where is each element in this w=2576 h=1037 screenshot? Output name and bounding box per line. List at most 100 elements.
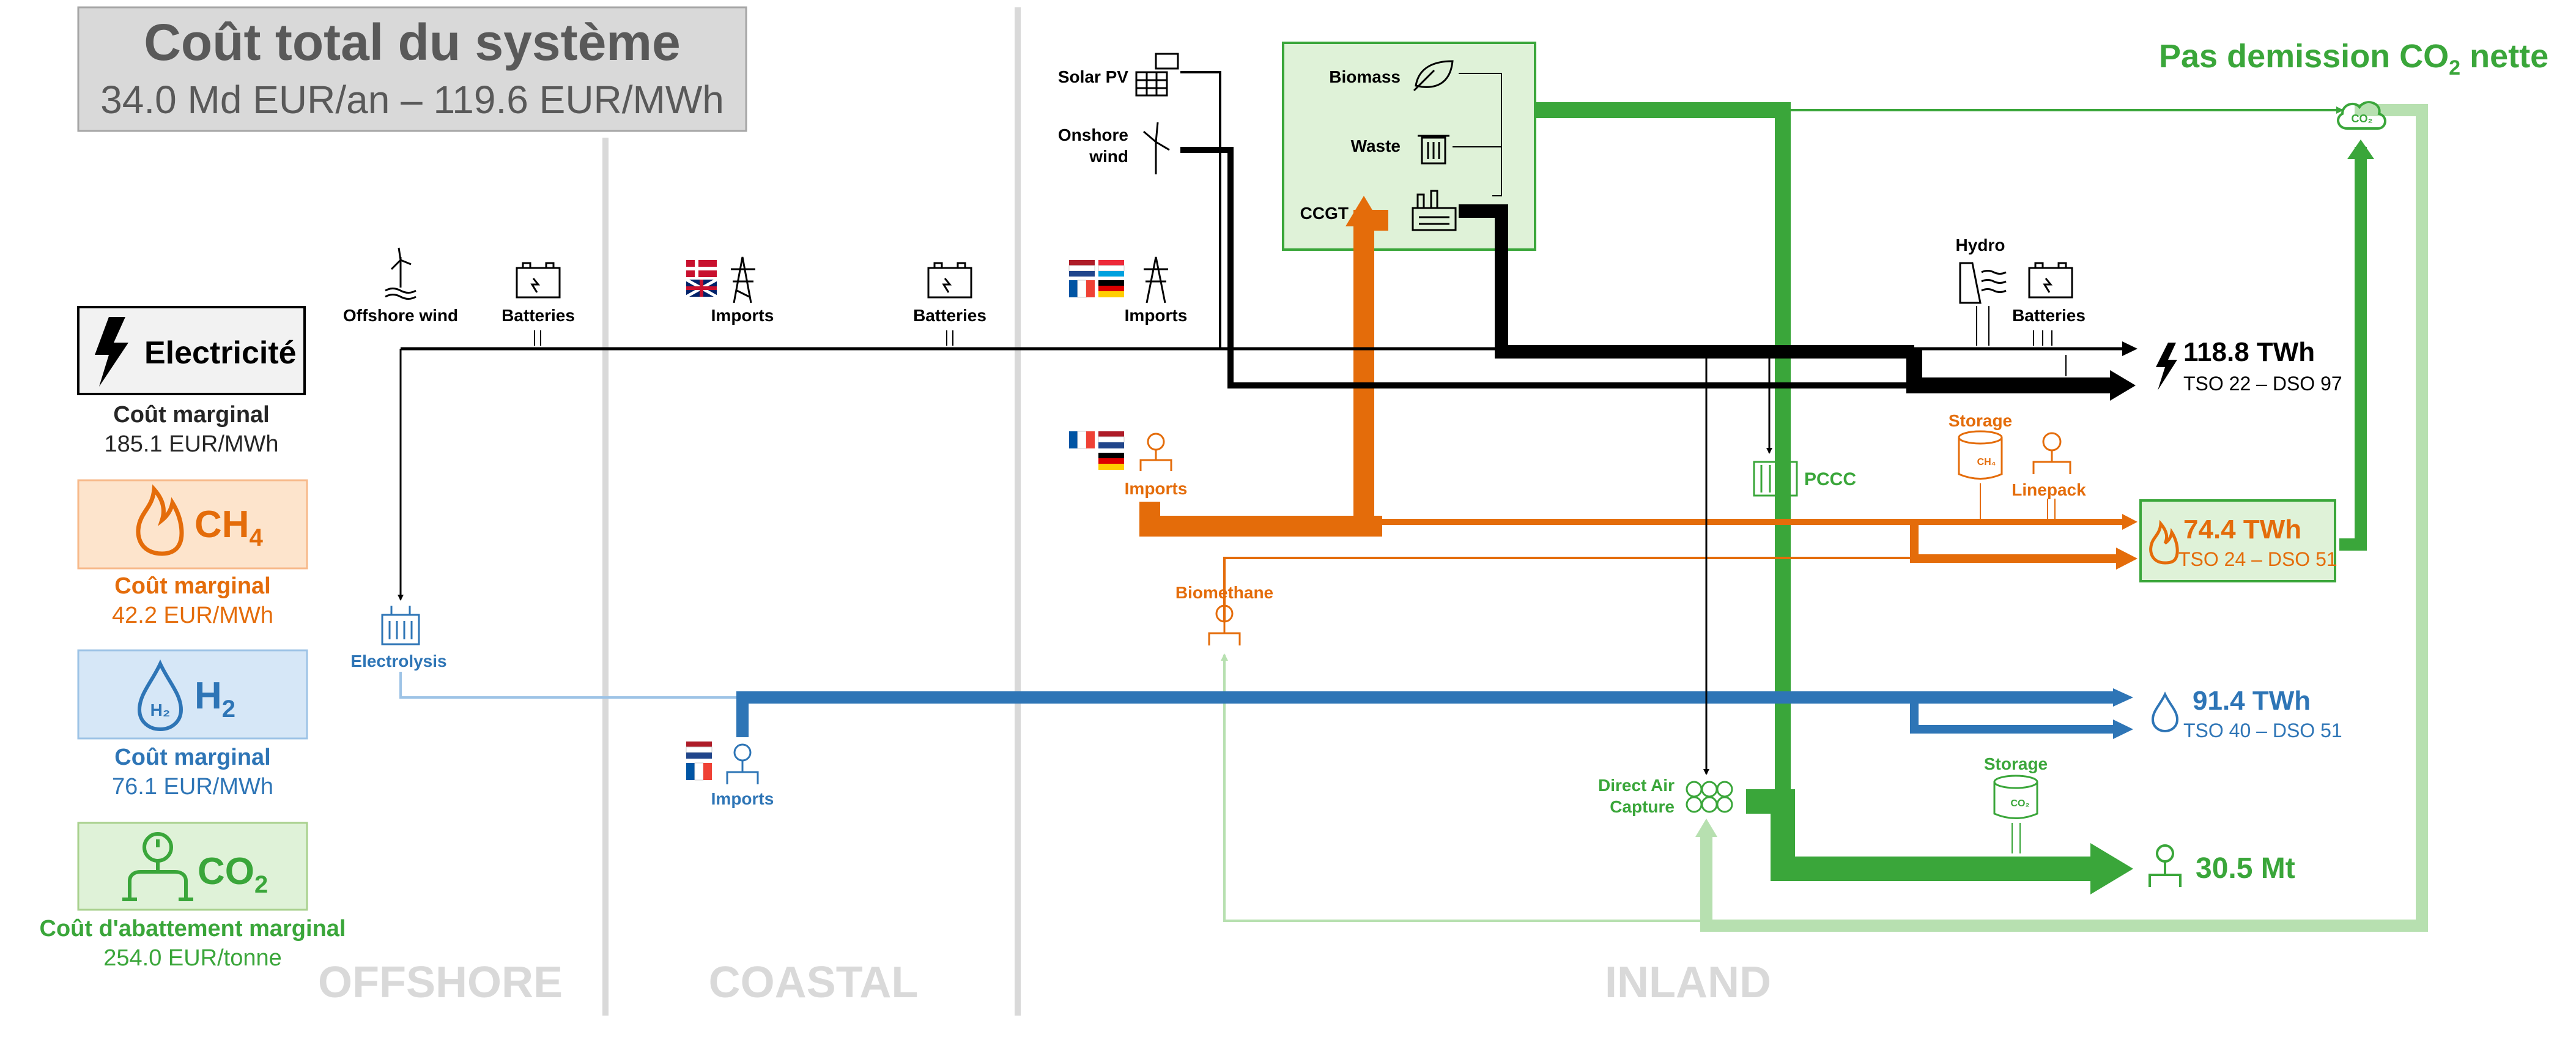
node-hydro-label: Hydro bbox=[1956, 236, 2005, 255]
legend-h2-name: H2 bbox=[194, 675, 235, 723]
legend-ch4: CH4 Coût marginal 42.2 EUR/MWh bbox=[77, 479, 308, 628]
output-h2-value: 91.4 TWh bbox=[2193, 686, 2311, 716]
node-dac-label-1: Direct Air bbox=[1598, 776, 1675, 795]
electrolyser-icon bbox=[381, 606, 420, 645]
co2-storage-flow-arrows bbox=[2012, 823, 2021, 853]
node-storage-co2-label: Storage bbox=[1984, 754, 2048, 773]
legend-h2: H₂ H2 Coût marginal 76.1 EUR/MWh bbox=[77, 649, 308, 800]
flow-h2-dso bbox=[1910, 697, 2116, 734]
offshore-wind-icon bbox=[385, 247, 416, 300]
flow-biomethane-light bbox=[1221, 653, 1706, 922]
co2-cloud-icon-label: CO₂ bbox=[2352, 113, 2373, 125]
node-batteries-offshore-label: Batteries bbox=[502, 306, 575, 325]
legend-co2-cost-value: 254.0 EUR/tonne bbox=[103, 945, 282, 971]
legend-ch4-name: CH4 bbox=[194, 504, 264, 551]
node-biomethane-label: Biomethane bbox=[1175, 583, 1273, 602]
node-ccgt-label: CCGT bbox=[1300, 204, 1349, 223]
node-biomass-label: Biomass bbox=[1329, 67, 1401, 86]
legend-electricity-name: Electricité bbox=[144, 335, 297, 371]
co2-cloud-icon bbox=[2337, 101, 2386, 130]
dac-fan-icon bbox=[1686, 781, 1733, 813]
linepack-icon bbox=[2032, 432, 2071, 474]
battery-icon-offshore bbox=[516, 262, 561, 299]
leaf-icon bbox=[1413, 60, 1454, 92]
ch4-storage-flow-arrows bbox=[1980, 483, 2056, 519]
pccc-icon bbox=[1753, 461, 1798, 497]
biomethane-valve-icon bbox=[1208, 604, 1241, 645]
node-pccc-label: PCCC bbox=[1804, 469, 1856, 489]
legend-co2-name: CO2 bbox=[198, 850, 268, 898]
gas-storage-icon bbox=[1958, 430, 2003, 480]
page-title: Coût total du système bbox=[144, 13, 680, 71]
node-imports-h2-label: Imports bbox=[711, 789, 774, 808]
output-co2-value: 30.5 Mt bbox=[2196, 852, 2295, 885]
flow-ch4-to-ccgt bbox=[1353, 210, 1388, 526]
flow-ch4-to-net-zero bbox=[2339, 147, 2367, 551]
arrowhead-ch4-ccgt bbox=[1345, 196, 1382, 226]
net-zero-title: Pas demission CO2 nette bbox=[2159, 38, 2548, 80]
legend-electricity-cost-label: Coût marginal bbox=[113, 402, 269, 428]
legend-h2-cost-label: Coût marginal bbox=[114, 745, 270, 770]
legend-electricity-cost-value: 185.1 EUR/MWh bbox=[104, 431, 278, 457]
node-onshore-wind-label-2: wind bbox=[1089, 147, 1128, 166]
transmission-tower-icon-coastal bbox=[731, 256, 755, 303]
arrowhead-elec-dso bbox=[2110, 370, 2136, 401]
arrowhead-h2-tso bbox=[2113, 688, 2133, 707]
lightning-icon bbox=[95, 317, 128, 387]
flow-elec-dso bbox=[1906, 349, 2116, 393]
flow-co2-to-capture bbox=[1746, 789, 2092, 881]
output-co2: 30.5 Mt bbox=[2149, 844, 2295, 887]
drop-icon bbox=[137, 659, 183, 732]
node-waste-label: Waste bbox=[1351, 136, 1401, 155]
page-subtitle: 34.0 Md EUR/an – 119.6 EUR/MWh bbox=[100, 78, 724, 122]
flag-france-icon bbox=[1069, 280, 1095, 298]
node-solar-pv-label: Solar PV bbox=[1058, 67, 1128, 86]
flow-elec-ccgt bbox=[1459, 204, 1914, 359]
flow-co2-light-loop bbox=[1700, 104, 2428, 932]
region-label-offshore: OFFSHORE bbox=[318, 958, 563, 1007]
legend-h2-cost-value: 76.1 EUR/MWh bbox=[112, 774, 273, 800]
arrowhead-ch4-dso bbox=[2116, 548, 2137, 570]
flow-co2-main bbox=[1535, 102, 1791, 814]
flag-netherlands-icon bbox=[1068, 260, 1095, 277]
flag-germany-icon bbox=[1098, 280, 1124, 297]
flow-h2-imports bbox=[736, 691, 2116, 737]
legend-ch4-cost-value: 42.2 EUR/MWh bbox=[112, 603, 273, 628]
output-ch4: 74.4 TWh TSO 24 – DSO 51 bbox=[2139, 499, 2337, 582]
h2-valve-icon-imports bbox=[726, 743, 759, 784]
drop-icon-output bbox=[2151, 691, 2179, 733]
node-electrolysis-label: Electrolysis bbox=[350, 652, 446, 671]
flow-elec-solar bbox=[1180, 71, 1221, 349]
flag-france-icon-ch4 bbox=[1069, 431, 1095, 449]
output-ch4-sub: TSO 24 – DSO 51 bbox=[2178, 548, 2337, 570]
output-h2: 91.4 TWh TSO 40 – DSO 51 bbox=[2151, 686, 2342, 742]
gas-storage-icon-label: CH₄ bbox=[1977, 457, 1996, 467]
battery-icon-coastal bbox=[927, 262, 972, 299]
co2-meter-icon bbox=[122, 832, 193, 901]
node-imports-coastal-label: Imports bbox=[711, 306, 774, 325]
arrowhead-co2-light-up bbox=[1695, 819, 1717, 837]
lightning-icon-output bbox=[2156, 343, 2177, 390]
gas-valve-icon-imports bbox=[1139, 433, 1172, 471]
flow-elec-onshore bbox=[1180, 147, 1914, 388]
legend-ch4-cost-label: Coût marginal bbox=[114, 573, 270, 599]
flow-ch4-dso bbox=[1910, 522, 2122, 563]
arrowhead-co2-out bbox=[2090, 843, 2133, 894]
net-zero-callout: Pas demission CO2 nette CO₂ bbox=[2159, 38, 2548, 130]
node-linepack-label: Linepack bbox=[2012, 480, 2086, 499]
flag-luxembourg-icon bbox=[1098, 260, 1125, 277]
flag-germany-icon-ch4 bbox=[1098, 453, 1124, 470]
legend-co2-cost-label: Coût d'abattement marginal bbox=[40, 916, 346, 942]
output-electricity-sub: TSO 22 – DSO 97 bbox=[2183, 373, 2342, 395]
transmission-tower-icon-inland bbox=[1144, 256, 1168, 303]
flag-denmark-icon bbox=[686, 260, 717, 277]
node-batteries-inland-label: Batteries bbox=[2012, 306, 2086, 325]
output-ch4-value: 74.4 TWh bbox=[2183, 515, 2301, 545]
battery-flow-arrows-coastal bbox=[946, 330, 953, 346]
flag-netherlands-icon-ch4 bbox=[1098, 431, 1125, 448]
arrowhead-net-zero bbox=[2347, 139, 2374, 159]
arrowhead-h2-dso bbox=[2113, 719, 2133, 739]
flag-netherlands-icon-h2 bbox=[686, 742, 712, 759]
output-electricity-value: 118.8 TWh bbox=[2183, 337, 2315, 367]
